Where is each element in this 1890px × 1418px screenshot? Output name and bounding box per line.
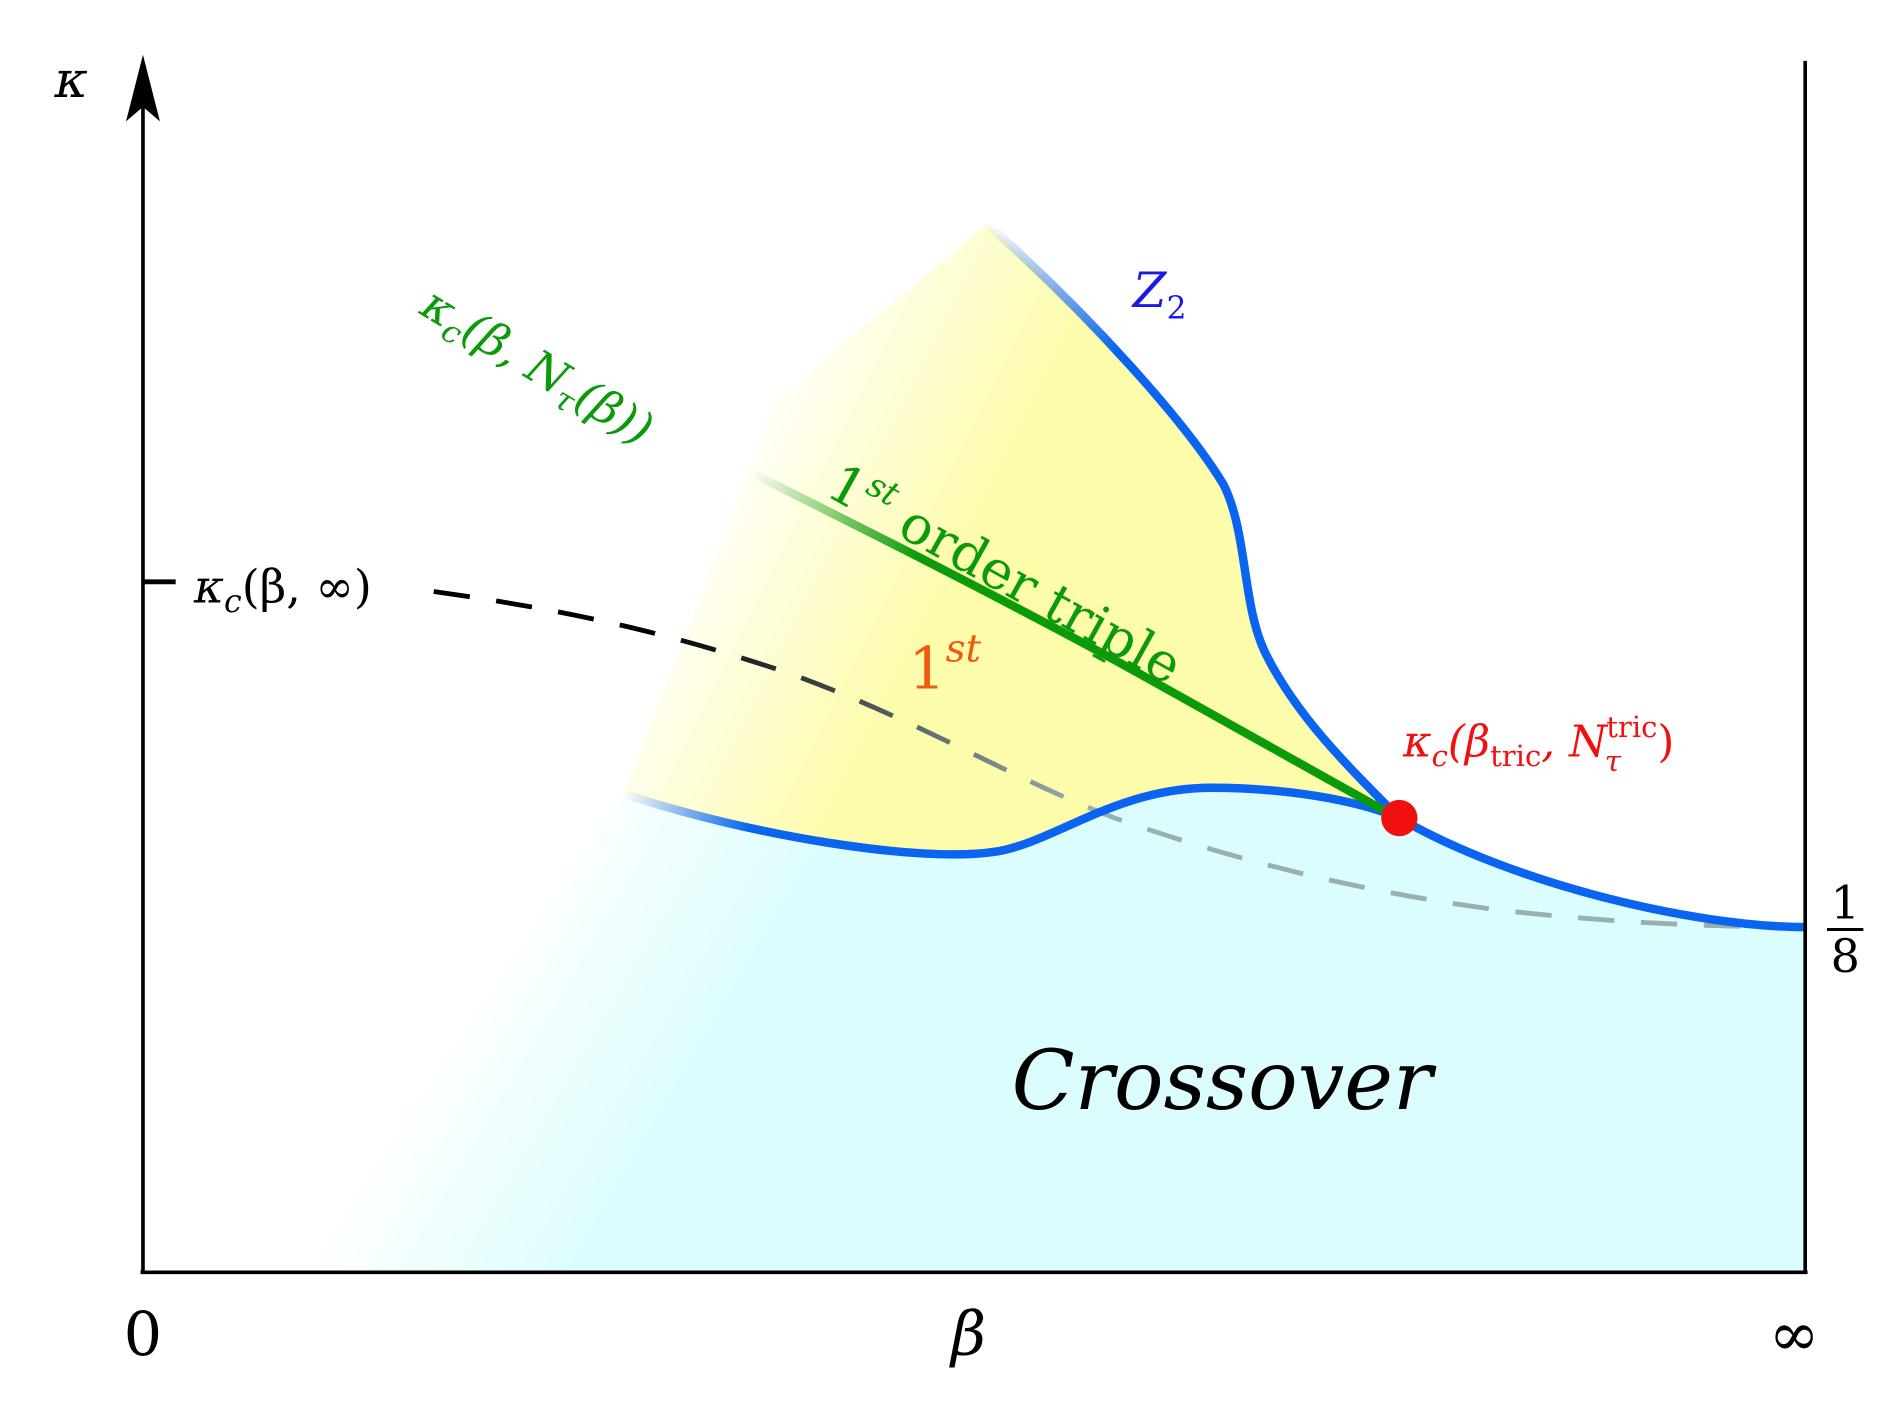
x-max-label: ∞ bbox=[1769, 1300, 1819, 1370]
crossover-region bbox=[302, 787, 1806, 1273]
tricritical-label: κc(βtric, Nτtric) bbox=[1402, 710, 1674, 778]
first-order-triple-line bbox=[749, 468, 1396, 820]
one-eighth-numerator: 1 bbox=[1831, 876, 1860, 930]
kappa-ntau-label: κc(β, Nτ(β)) bbox=[408, 275, 663, 461]
crossover-label: Crossover bbox=[1012, 1034, 1437, 1129]
first-order-region bbox=[623, 224, 1400, 855]
z2-lower-line bbox=[622, 783, 1401, 859]
x-min-label: 0 bbox=[124, 1300, 163, 1370]
y-axis-label: κ bbox=[54, 50, 88, 109]
first-order-region-label: 1st bbox=[909, 627, 982, 703]
y-axis-arrow-icon bbox=[126, 54, 160, 122]
z2-upper-line bbox=[984, 221, 1403, 822]
tricritical-point bbox=[1381, 799, 1418, 837]
z2-label: Z2 bbox=[1131, 263, 1187, 327]
kappa-inf-label: κc(β, ∞) bbox=[193, 559, 372, 620]
z2-right-line bbox=[1397, 814, 1806, 932]
one-eighth-denominator: 8 bbox=[1831, 929, 1860, 983]
x-axis-label: β bbox=[949, 1300, 986, 1370]
kappa-inf-dashed-line bbox=[433, 589, 1806, 930]
